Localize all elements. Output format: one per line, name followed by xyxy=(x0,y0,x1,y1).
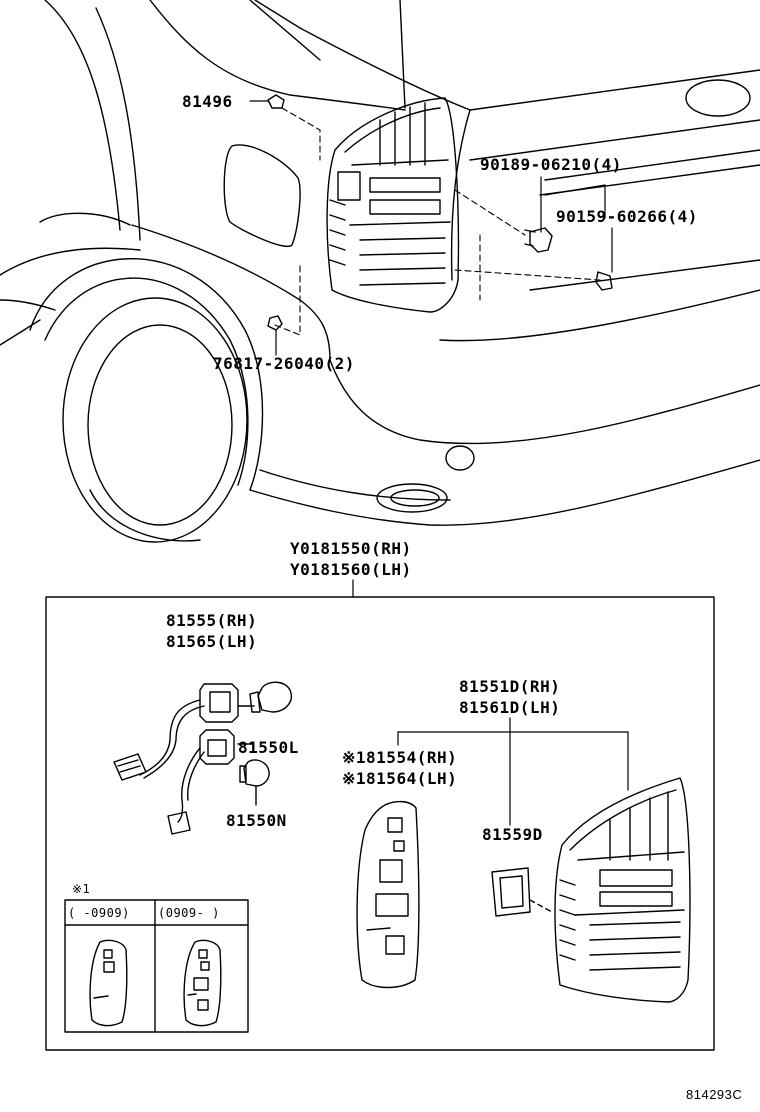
inset-col1-header: ( -0909) xyxy=(68,906,130,920)
label-assembly-lh: Y0181560(LH) xyxy=(290,560,412,579)
variant-inset-table xyxy=(64,899,249,1033)
label-bulb-81550n: 81550N xyxy=(226,811,287,830)
label-90189-06210: 90189-06210(4) xyxy=(480,155,622,174)
bolt-90189-icon xyxy=(524,227,553,253)
callout-dashes xyxy=(274,107,601,336)
assembly-frame xyxy=(45,596,715,1051)
leader-lines xyxy=(249,100,613,598)
diagram-code: 814293C xyxy=(686,1087,743,1102)
inset-col2-header: (0909- ) xyxy=(158,906,220,920)
lens-bracket xyxy=(397,717,629,826)
inset-marker: ※1 xyxy=(72,882,91,896)
label-90159-60266: 90159-60266(4) xyxy=(556,207,698,226)
bulb-81550l-icon xyxy=(249,681,292,713)
label-lens-rh: 81551D(RH) xyxy=(459,677,561,696)
label-bulb-81550l: 81550L xyxy=(238,738,299,757)
label-socket-rh: 81555(RH) xyxy=(166,611,258,630)
clip-76817-icon xyxy=(267,315,283,331)
installed-tail-lamp xyxy=(326,97,460,313)
clip-81496-icon xyxy=(267,94,285,109)
label-assembly-rh: Y0181550(RH) xyxy=(290,539,412,558)
socket-wire-harness xyxy=(113,683,255,835)
label-76817-26040: 76817-26040(2) xyxy=(213,354,355,373)
label-gasket-rh: ※181554(RH) xyxy=(342,748,458,767)
bulb-81550n-icon xyxy=(239,759,270,806)
gasket-81554 xyxy=(356,800,420,989)
screw-90159-icon xyxy=(595,271,613,291)
vehicle-body-outline xyxy=(0,0,760,543)
label-gasket-lh: ※181564(LH) xyxy=(342,769,458,788)
label-81559d: 81559D xyxy=(482,825,543,844)
lens-assembly-81551d xyxy=(554,777,691,1003)
label-81496: 81496 xyxy=(182,92,233,111)
label-socket-lh: 81565(LH) xyxy=(166,632,258,651)
label-lens-lh: 81561D(LH) xyxy=(459,698,561,717)
packing-81559d xyxy=(491,867,553,917)
